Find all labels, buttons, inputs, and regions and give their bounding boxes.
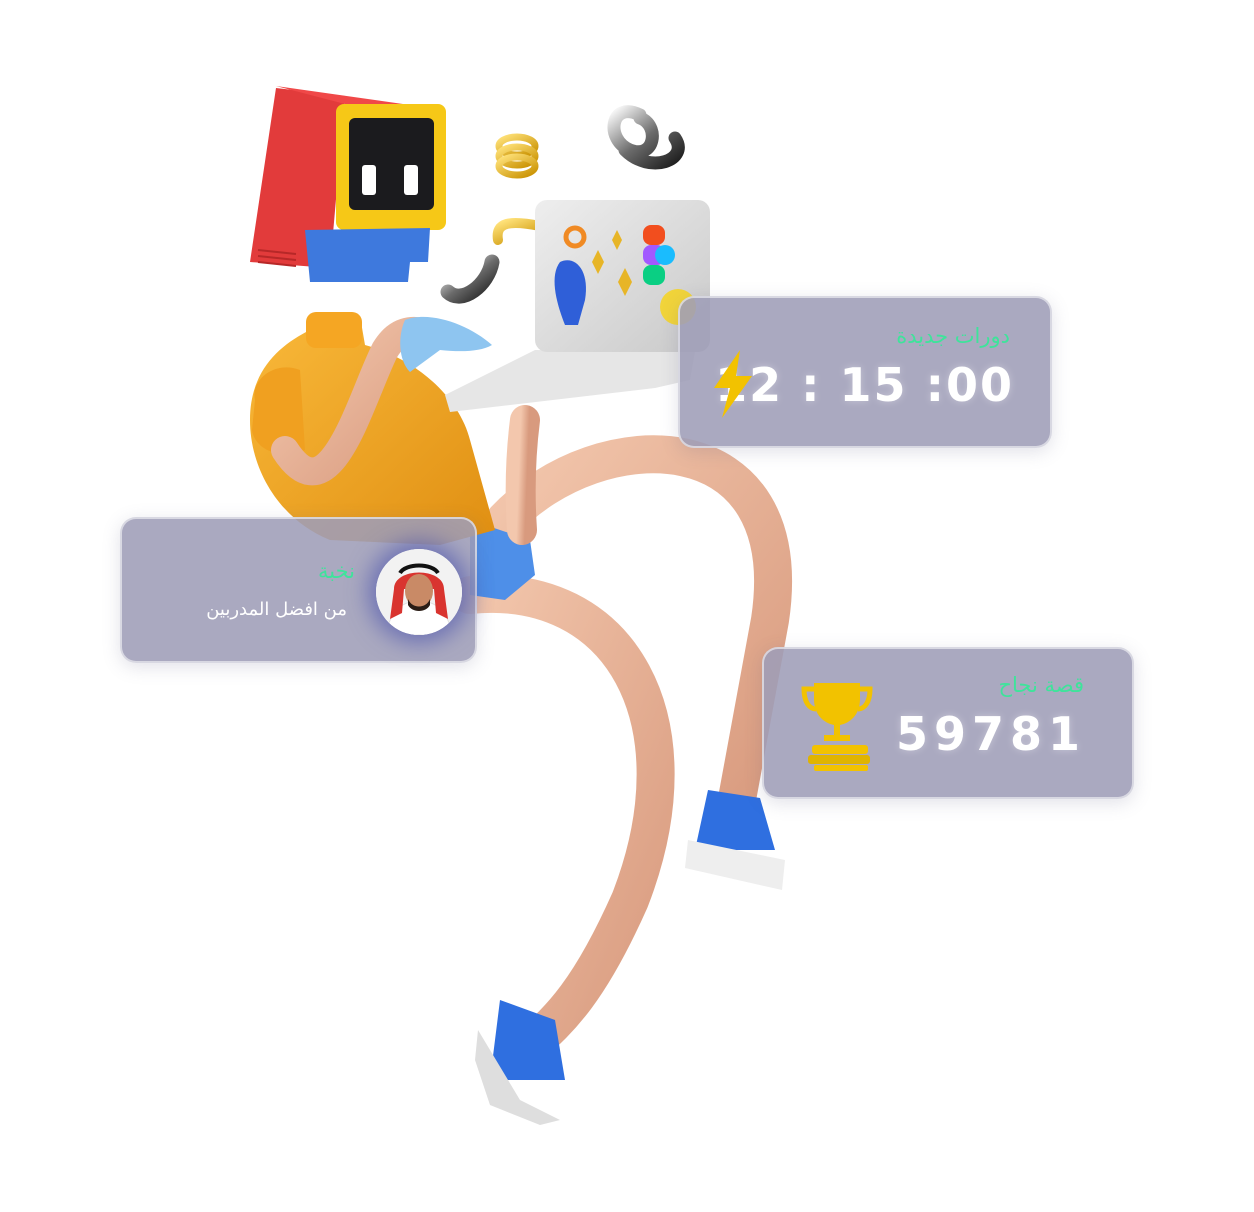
countdown-timer: 12 : 15 :00 — [715, 358, 1014, 412]
character-arm-back — [505, 405, 540, 545]
chrome-swirl-decoration — [607, 105, 685, 170]
new-courses-label: دورات جديدة — [896, 324, 1010, 348]
trophy-icon — [801, 683, 873, 771]
character-sleeve — [252, 367, 305, 454]
laptop-base — [445, 350, 695, 412]
character-glove — [400, 316, 492, 372]
character-leg-left — [451, 574, 675, 1064]
character-neck — [306, 312, 362, 348]
character-leg-right — [486, 435, 792, 829]
character-shoe-right — [685, 790, 785, 890]
lightning-icon — [714, 350, 752, 418]
success-stories-card: قصة نجاح 59781 — [762, 647, 1134, 799]
character-shoe-left — [475, 1000, 565, 1125]
character-shirt — [250, 316, 495, 545]
gold-spring-decoration — [495, 133, 539, 179]
laptop-lid — [535, 200, 710, 352]
new-courses-card: دورات جديدة 12 : 15 :00 — [678, 296, 1052, 448]
success-stories-count: 59781 — [895, 707, 1086, 761]
elite-label: نخبة — [318, 559, 355, 583]
chrome-hook-decoration — [440, 254, 500, 304]
computer-head — [250, 86, 446, 282]
elite-subtitle: من افضل المدربين — [206, 599, 347, 620]
gold-tube-decoration — [492, 218, 545, 245]
trainer-avatar — [376, 549, 462, 635]
success-stories-label: قصة نجاح — [998, 673, 1084, 697]
elite-trainers-card: نخبة من افضل المدربين — [120, 517, 477, 663]
